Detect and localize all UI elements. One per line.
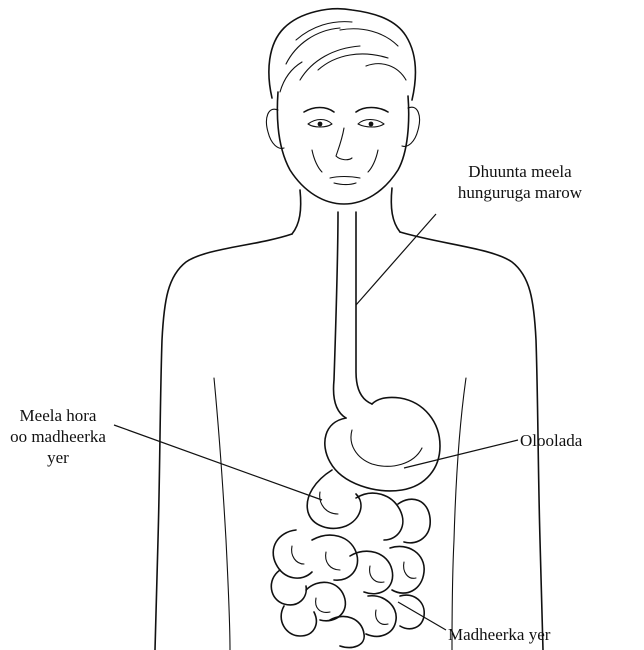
stomach <box>325 397 440 490</box>
leader-large-intestine <box>398 602 446 630</box>
esophagus <box>334 212 373 418</box>
small-intestine <box>307 470 430 543</box>
leader-small-intestine <box>114 425 322 500</box>
leader-stomach <box>404 440 518 468</box>
label-large-intestine: Madheerka yer <box>448 624 550 645</box>
face <box>266 92 419 204</box>
label-esophagus-line-1: Dhuunta meela <box>425 161 615 182</box>
label-small-intestine-line-2: oo madheerka <box>0 426 116 447</box>
large-intestine <box>271 530 424 648</box>
leader-esophagus <box>356 214 436 305</box>
torso-outline <box>155 188 543 650</box>
label-small-intestine-line-3: yer <box>0 447 116 468</box>
label-esophagus-line-2: hunguruga marow <box>425 182 615 203</box>
label-esophagus: Dhuunta meela hunguruga marow <box>425 161 615 203</box>
hair <box>269 9 415 100</box>
label-stomach: Oloolada <box>520 430 582 451</box>
label-small-intestine-line-1: Meela hora <box>0 405 116 426</box>
label-small-intestine: Meela hora oo madheerka yer <box>0 405 116 468</box>
